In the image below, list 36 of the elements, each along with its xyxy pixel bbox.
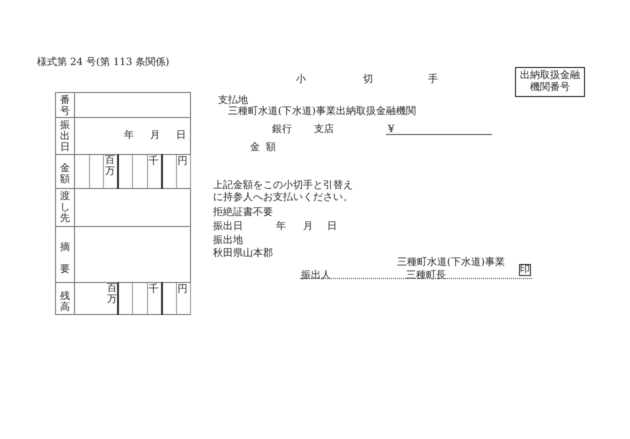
unit-label: 百万: [105, 156, 115, 177]
row-label: 残高: [60, 291, 70, 313]
date-unit: 日: [176, 129, 186, 142]
date-unit: 年: [276, 221, 286, 233]
seal-box: 印: [519, 264, 531, 276]
row-label: 振出日: [60, 120, 70, 153]
form-number: 様式第 24 号(第 113 条関係): [37, 57, 170, 69]
bank-number-box: 出納取扱金融機関番号: [515, 67, 585, 97]
unit-label: 円: [176, 155, 188, 167]
date-unit: 月: [303, 221, 313, 233]
unit-label: 千: [148, 155, 160, 167]
row-label: 金額: [60, 163, 70, 185]
field-label: 支店: [314, 124, 334, 136]
yen-sign: ¥: [388, 124, 394, 136]
field-label: 金額: [250, 142, 282, 154]
field-label: 振出日: [213, 221, 243, 233]
title-char: 手: [428, 74, 438, 86]
unit-label: 百万: [107, 284, 117, 305]
row-label: 番号: [60, 95, 70, 117]
place-text: 秋田県山本郡: [213, 248, 273, 260]
unit-label: 円: [176, 283, 188, 295]
instruction-text: 上記金額をこの小切手と引替えに持参人へお支払いください。: [213, 180, 354, 204]
unit-label: 千: [148, 283, 160, 295]
notice-text: 拒絶証書不要: [213, 207, 273, 219]
title-char: 小: [296, 74, 306, 86]
date-unit: 年: [124, 129, 134, 142]
field-label: 支払地: [218, 95, 248, 106]
payer-text: 三種町水道(下水道)事業出納取扱金融機関: [228, 106, 416, 118]
row-label: 渡し先: [60, 191, 70, 224]
date-unit: 月: [150, 129, 160, 142]
title-char: 切: [363, 74, 373, 86]
row-label: 摘要: [60, 240, 70, 277]
field-label: 銀行: [272, 124, 292, 136]
field-label: 振出地: [213, 235, 243, 247]
issuer-text: 三種町水道(下水道)事業: [397, 257, 505, 269]
date-unit: 日: [327, 221, 337, 233]
